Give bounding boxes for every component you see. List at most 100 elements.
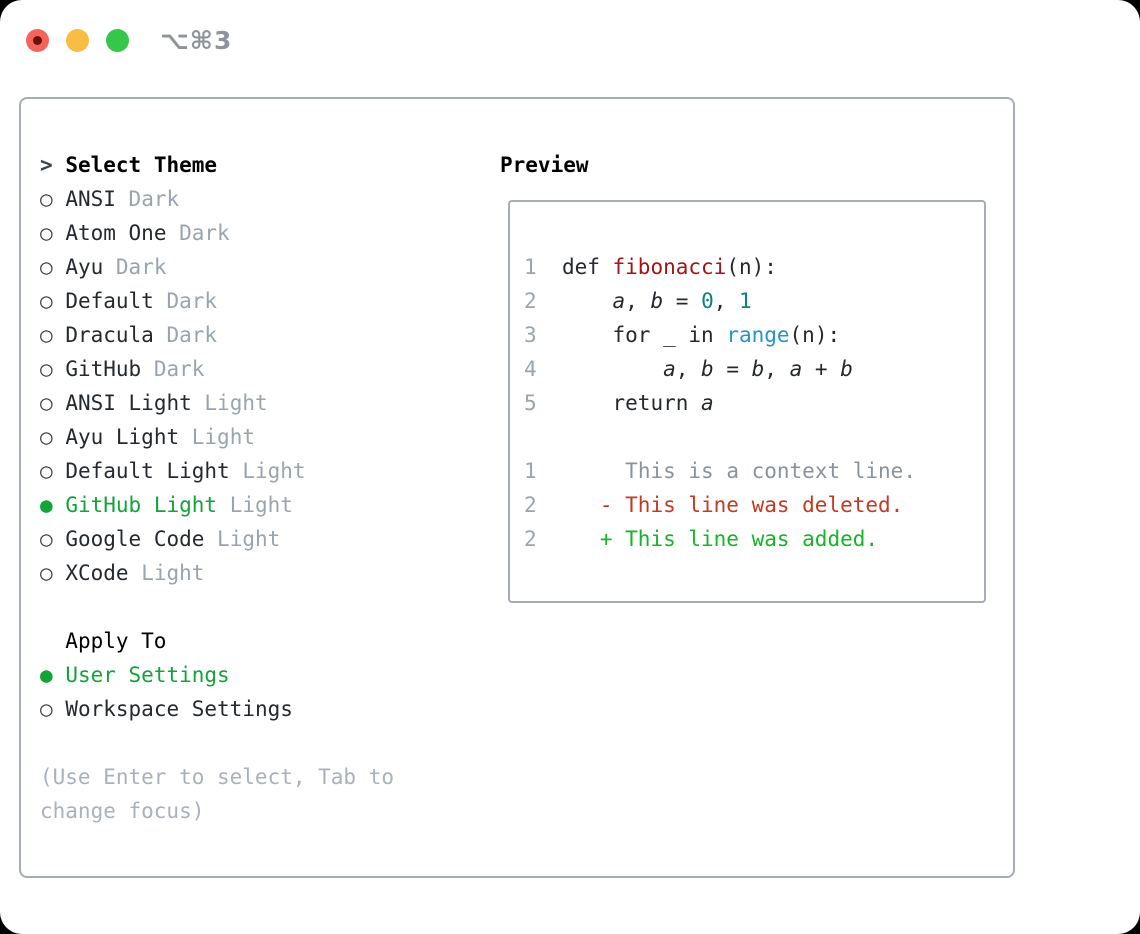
code-line: 1 This is a context line. (524, 454, 984, 488)
code-segment-plain (537, 289, 613, 313)
select-theme-header: > Select Theme (40, 148, 500, 182)
preview-column: Preview 1 def fibonacci(n):2 a, b = 0, 1… (500, 148, 1013, 876)
theme-option-ayu[interactable]: ○ Ayu Dark (40, 250, 500, 284)
code-segment-num: 1 (739, 289, 752, 313)
theme-name: Ayu (65, 255, 104, 279)
radio-unselected-icon: ○ (40, 391, 53, 415)
prompt-icon: > (40, 153, 53, 177)
preview-heading: Preview (500, 153, 589, 177)
zoom-button[interactable] (106, 29, 129, 52)
theme-option-ayu-light[interactable]: ○ Ayu Light Light (40, 420, 500, 454)
minimize-button[interactable] (66, 29, 89, 52)
theme-name: Default Light (65, 459, 230, 483)
code-segment-var: b (840, 357, 853, 381)
code-line: 2 - This line was deleted. (524, 488, 984, 522)
code-segment-add: + This line was added. (599, 527, 879, 551)
radio-unselected-icon: ○ (40, 187, 53, 211)
code-segment-var: a (701, 391, 714, 415)
code-segment-plain (537, 357, 663, 381)
theme-name: GitHub Light (65, 493, 218, 517)
theme-name: ANSI (65, 187, 116, 211)
theme-name: Atom One (65, 221, 167, 245)
close-button[interactable] (26, 29, 49, 52)
titlebar: ⌥⌘3 (26, 26, 232, 55)
theme-option-ansi-light[interactable]: ○ ANSI Light Light (40, 386, 500, 420)
radio-unselected-icon: ○ (40, 527, 53, 551)
select-theme-label: Select Theme (65, 153, 218, 177)
theme-option-default[interactable]: ○ Default Dark (40, 284, 500, 318)
radio-unselected-icon: ○ (40, 357, 53, 381)
code-segment-lineno: 4 (524, 357, 537, 381)
theme-variant-badge: Dark (166, 323, 218, 347)
radio-unselected-icon: ○ (40, 221, 53, 245)
theme-option-atom-one[interactable]: ○ Atom One Dark (40, 216, 500, 250)
apply-to-label: Apply To (65, 629, 167, 653)
code-line: 1 def fibonacci(n): (524, 250, 984, 284)
spacer (40, 726, 500, 760)
theme-picker-panel: > Select Theme○ ANSI Dark○ Atom One Dark… (19, 97, 1015, 878)
code-segment-plain: , (764, 357, 790, 381)
apply-option-workspace-settings[interactable]: ○ Workspace Settings (40, 692, 500, 726)
theme-name: XCode (65, 561, 129, 585)
code-blank-line (524, 420, 984, 454)
code-segment-builtin: range (726, 323, 790, 347)
theme-name: Default (65, 289, 154, 313)
unsaved-indicator-dot (33, 36, 42, 45)
code-segment-var: b (650, 289, 664, 313)
code-segment-plain: def (536, 255, 613, 279)
code-segment-plain: (n): (726, 255, 777, 279)
theme-variant-badge: Light (217, 527, 281, 551)
window-shortcut-label: ⌥⌘3 (160, 26, 233, 55)
code-segment-ctx: This is a context line. (625, 459, 916, 483)
hint-text-line-1: (Use Enter to select, Tab to (40, 765, 395, 789)
theme-option-google-code[interactable]: ○ Google Code Light (40, 522, 500, 556)
code-segment-plain: for _ in (536, 323, 727, 347)
theme-variant-badge: Light (242, 459, 306, 483)
theme-variant-badge: Dark (115, 255, 167, 279)
theme-option-github-light[interactable]: ● GitHub Light Light (40, 488, 500, 522)
theme-variant-badge: Dark (128, 187, 180, 211)
theme-variant-badge: Light (229, 493, 293, 517)
code-segment-num: 0 (701, 289, 714, 313)
code-segment-plain: + (802, 357, 841, 381)
theme-variant-badge: Light (191, 425, 255, 449)
theme-variant-badge: Light (141, 561, 205, 585)
code-segment-plain (537, 527, 600, 551)
radio-unselected-icon: ○ (40, 289, 53, 313)
theme-name: Dracula (65, 323, 154, 347)
theme-option-default-light[interactable]: ○ Default Light Light (40, 454, 500, 488)
radio-unselected-icon: ○ (40, 561, 53, 585)
radio-unselected-icon: ○ (40, 459, 53, 483)
theme-option-github[interactable]: ○ GitHub Dark (40, 352, 500, 386)
code-segment-plain: , (625, 289, 651, 313)
code-segment-plain: , (675, 357, 702, 381)
theme-name: ANSI Light (65, 391, 192, 415)
theme-name: Ayu Light (65, 425, 180, 449)
code-segment-plain: return (536, 391, 702, 415)
radio-unselected-icon: ○ (40, 697, 53, 721)
code-line: 2 a, b = 0, 1 (524, 284, 984, 318)
code-line: 2 + This line was added. (524, 522, 984, 556)
spacer (40, 590, 500, 624)
code-segment-lineno: 2 (524, 527, 537, 551)
code-segment-var: a (663, 357, 676, 381)
theme-name: Google Code (65, 527, 205, 551)
code-line: 3 for _ in range(n): (524, 318, 984, 352)
code-segment-lineno: 3 (524, 323, 537, 347)
theme-variant-badge: Light (204, 391, 268, 415)
code-segment-lineno: 1 (524, 255, 537, 279)
apply-option-user-settings[interactable]: ● User Settings (40, 658, 500, 692)
code-segment-lineno: 5 (524, 391, 537, 415)
code-segment-lineno: 1 (524, 459, 537, 483)
code-segment-plain: = (663, 289, 702, 313)
apply-option-label: User Settings (65, 663, 230, 687)
radio-selected-icon: ● (40, 493, 53, 517)
code-segment-var: a (789, 357, 803, 381)
radio-unselected-icon: ○ (40, 425, 53, 449)
theme-option-ansi[interactable]: ○ ANSI Dark (40, 182, 500, 216)
theme-option-dracula[interactable]: ○ Dracula Dark (40, 318, 500, 352)
radio-unselected-icon: ○ (40, 323, 53, 347)
theme-option-xcode[interactable]: ○ XCode Light (40, 556, 500, 590)
